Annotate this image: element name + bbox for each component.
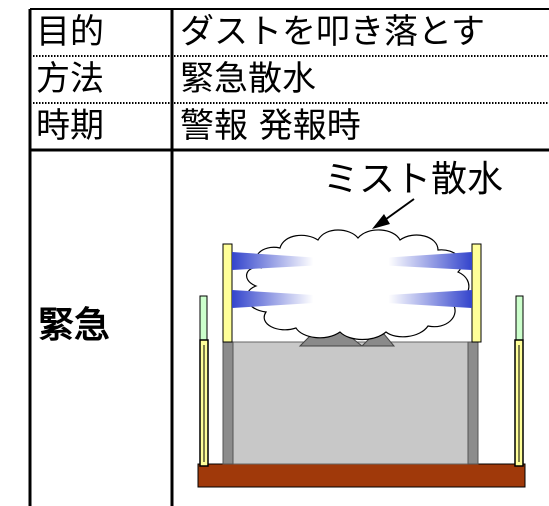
spray-pole-left [222, 243, 233, 343]
table-grid [28, 8, 549, 506]
spray-pole-right [471, 243, 482, 343]
mist-label: ミスト散水 [323, 159, 504, 200]
outer-pole-right-top [515, 295, 524, 341]
left-wall [222, 341, 234, 465]
right-wall [467, 341, 479, 465]
ground-base [197, 463, 526, 488]
mist-spray-band [232, 252, 380, 270]
mist-cloud [246, 229, 470, 341]
row-label-purpose: 目的 [36, 12, 104, 52]
mist-spray-band [232, 290, 380, 308]
section-label: 緊急 [38, 305, 111, 346]
row-value-timing: 警報 発報時 [180, 106, 361, 146]
outer-pole-left-top [199, 295, 208, 341]
pit-fill [231, 341, 469, 465]
row-label-timing: 時期 [36, 106, 104, 146]
row-value-purpose: ダストを叩き落とす [180, 12, 485, 52]
mist-spray-band [320, 290, 472, 308]
arrow-icon [372, 198, 415, 229]
row-label-method: 方法 [36, 59, 104, 99]
mist-spray-band [320, 252, 472, 270]
row-value-method: 緊急散水 [180, 59, 316, 99]
